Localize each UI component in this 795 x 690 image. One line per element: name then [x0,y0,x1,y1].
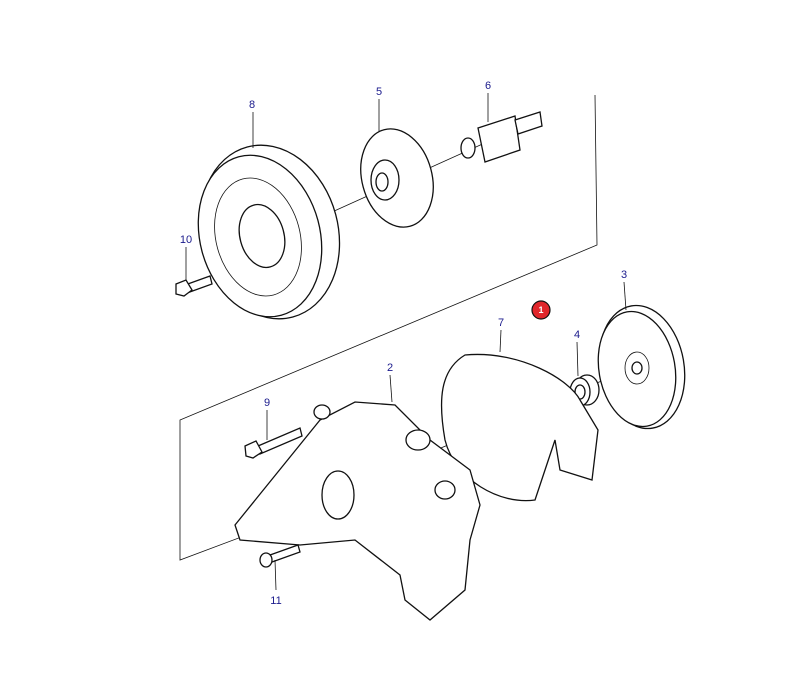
housing-bolt[interactable] [244,427,303,459]
callout-4: 4 [574,329,580,341]
callout-9: 9 [264,397,270,409]
callout-11: 11 [270,595,281,607]
pump-housing[interactable] [234,401,481,621]
badge-label: 1 [538,305,543,315]
hotspot-badge[interactable]: 1 [531,300,551,320]
housing-boss [405,429,431,451]
callout-6: 6 [485,80,491,92]
callout-7: 7 [498,317,504,329]
housing-screw[interactable] [259,544,301,568]
shaft[interactable] [460,111,543,163]
callout-10: 10 [180,234,192,246]
callout-3: 3 [621,269,627,281]
pulley-bolt[interactable] [175,275,213,297]
callout-2: 2 [387,362,393,374]
hub-flange[interactable] [350,121,443,236]
callout-5: 5 [376,86,382,98]
callout-8: 8 [249,99,255,111]
gasket[interactable] [440,353,599,502]
impeller-plate[interactable] [590,299,695,436]
housing-bore [321,470,355,520]
upper-assembly-frame [179,94,598,561]
housing-boss [434,480,456,500]
housing-boss [313,404,331,420]
leader-lines [185,93,627,591]
pulley[interactable] [181,129,359,334]
